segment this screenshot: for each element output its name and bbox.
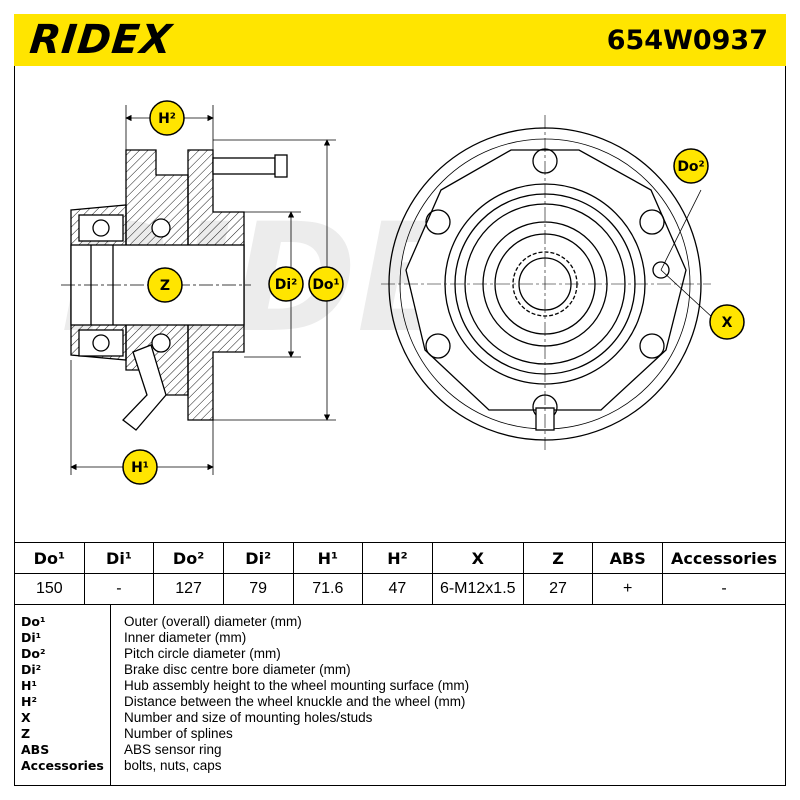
spec-header-cell: Di² <box>222 542 294 574</box>
legend-key: Z <box>21 726 31 741</box>
legend-key: Di¹ <box>21 630 42 645</box>
spec-value-cell: 150 <box>14 573 85 605</box>
mounting-hole <box>639 209 665 235</box>
spec-value-cell: + <box>592 573 663 605</box>
spec-header-cell: Di¹ <box>83 542 155 574</box>
legend-divider <box>110 604 111 785</box>
label-h2: H² <box>149 100 185 136</box>
spec-value-cell: - <box>662 573 786 605</box>
legend-key: H¹ <box>21 678 37 693</box>
spec-header-cell: Z <box>522 542 594 574</box>
legend-desc: Brake disc centre bore diameter (mm) <box>124 662 351 677</box>
svg-text:Z: Z <box>160 278 170 294</box>
spec-header-cell: Do¹ <box>14 542 85 574</box>
mounting-hole <box>425 333 451 359</box>
legend-desc: Number of splines <box>124 726 233 741</box>
spec-value-cell: 79 <box>222 573 294 605</box>
label-x: X <box>709 304 745 340</box>
spec-value-cell: 27 <box>522 573 594 605</box>
brand-logo: RIDEX <box>27 17 175 63</box>
header-bar: RIDEX 654W0937 <box>14 14 786 66</box>
spec-header-cell: Accessories <box>662 542 786 574</box>
spec-value-cell: 47 <box>362 573 433 605</box>
flange-plate <box>405 149 687 411</box>
legend-desc: Inner diameter (mm) <box>124 630 247 645</box>
legend-item: Di¹ Inner diameter (mm) <box>15 630 785 646</box>
svg-text:Di²: Di² <box>275 277 298 293</box>
label-do2: Do² <box>673 148 709 184</box>
technical-drawing-frame: RIDEX <box>14 66 786 542</box>
legend-item: H¹ Hub assembly height to the wheel mount… <box>15 678 785 694</box>
spec-header-cell: X <box>431 542 524 574</box>
legend-key: Do² <box>21 646 46 661</box>
label-do1: Do¹ <box>308 266 344 302</box>
spec-header-cell: H² <box>362 542 433 574</box>
legend-key: Do¹ <box>21 614 46 629</box>
legend-desc: Outer (overall) diameter (mm) <box>124 614 302 629</box>
spec-value-cell: - <box>83 573 155 605</box>
spec-header-cell: ABS <box>592 542 663 574</box>
legend-desc: bolts, nuts, caps <box>124 758 222 773</box>
label-di2: Di² <box>268 266 304 302</box>
label-z: Z <box>147 267 183 303</box>
specification-table: Do¹ Di¹ Do² Di² H¹ H² X Z ABS Accessorie… <box>14 542 786 605</box>
legend-item: H² Distance between the wheel knuckle and… <box>15 694 785 710</box>
spec-value-row: 150 - 127 79 71.6 47 6-M12x1.5 27 + - <box>14 573 786 605</box>
part-number: 654W0937 <box>606 24 768 56</box>
legend-item: Di² Brake disc centre bore diameter (mm) <box>15 662 785 678</box>
legend-key: H² <box>21 694 37 709</box>
spec-value-cell: 127 <box>153 573 224 605</box>
legend-item: ABS ABS sensor ring <box>15 742 785 758</box>
spec-value-cell: 6-M12x1.5 <box>431 573 524 605</box>
legend-item: Z Number of splines <box>15 726 785 742</box>
legend-desc: Pitch circle diameter (mm) <box>124 646 281 661</box>
technical-drawing: RIDEX <box>61 100 745 485</box>
legend-item: Do¹ Outer (overall) diameter (mm) <box>15 614 785 630</box>
legend-key: Accessories <box>21 758 104 773</box>
spec-header-cell: H¹ <box>292 542 364 574</box>
legend-key: X <box>21 710 31 725</box>
spec-header-row: Do¹ Di¹ Do² Di² H¹ H² X Z ABS Accessorie… <box>14 542 786 574</box>
svg-text:Do²: Do² <box>677 159 704 175</box>
spec-value-cell: 71.6 <box>292 573 364 605</box>
svg-text:H¹: H¹ <box>131 460 149 476</box>
label-h1: H¹ <box>122 449 158 485</box>
legend-item: Do² Pitch circle diameter (mm) <box>15 646 785 662</box>
legend-desc: ABS sensor ring <box>124 742 222 757</box>
legend-item: X Number and size of mounting holes/studs <box>15 710 785 726</box>
mounting-hole <box>425 209 451 235</box>
svg-text:Do¹: Do¹ <box>312 277 339 293</box>
abs-sensor <box>122 344 167 431</box>
legend-desc: Number and size of mounting holes/studs <box>124 710 373 725</box>
mounting-hole <box>639 333 665 359</box>
spec-header-cell: Do² <box>153 542 224 574</box>
wheel-stud <box>212 157 276 175</box>
legend-key: Di² <box>21 662 42 677</box>
legend-item: Accessories bolts, nuts, caps <box>15 758 785 774</box>
legend-desc: Hub assembly height to the wheel mountin… <box>124 678 470 693</box>
legend-list: Do¹ Outer (overall) diameter (mm) Di¹ Inne… <box>15 614 785 774</box>
legend-desc: Distance between the wheel knuckle and t… <box>124 694 466 709</box>
legend-key: ABS <box>21 742 50 757</box>
hub-front-view <box>388 127 702 441</box>
legend-box: Do¹ Outer (overall) diameter (mm) Di¹ Inne… <box>14 604 786 786</box>
svg-text:X: X <box>722 315 733 331</box>
svg-text:H²: H² <box>158 111 176 127</box>
